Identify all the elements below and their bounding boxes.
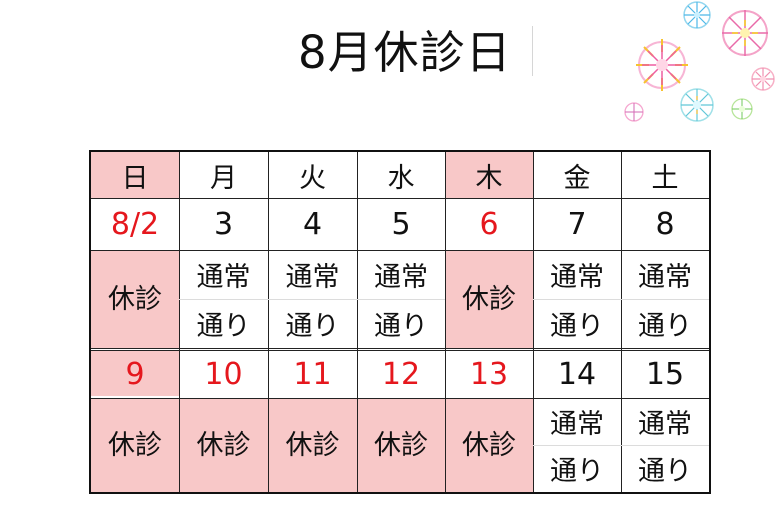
title-divider xyxy=(532,26,533,76)
page-title: 8月休診日 xyxy=(298,26,512,79)
week1-thursday-closed-bg xyxy=(445,250,533,348)
week2-wednesday-closed-label: 休診 xyxy=(374,429,428,461)
week1-date-friday: 7 xyxy=(567,206,587,242)
week1-date-divider xyxy=(91,250,709,251)
week2-date-tuesday: 11 xyxy=(293,356,332,392)
week1-sunday-closed-label: 休診 xyxy=(108,283,162,315)
week2-saturday-status-line2: 通り xyxy=(638,456,692,487)
week1-wednesday-status-line1: 通常 xyxy=(374,262,428,293)
week1-friday-status-line2: 通り xyxy=(550,311,604,342)
firework-burst-mini-left xyxy=(624,102,644,122)
week1-status-midline xyxy=(179,299,445,300)
column-divider xyxy=(621,152,622,492)
weekday-monday: 月 xyxy=(210,162,237,194)
thursday-header-cell xyxy=(445,152,533,198)
week2-date-wednesday: 12 xyxy=(381,356,421,392)
week2-date-divider xyxy=(91,398,709,399)
calendar-grid: 日 月 火 水 木 金 土 8/2 3 4 5 6 7 8 休診 通常 通り 通… xyxy=(91,152,709,492)
week2-sunday-date-bg xyxy=(91,350,179,396)
week2-friday-status-line2: 通り xyxy=(550,456,604,487)
week2-tuesday-closed-bg xyxy=(268,398,357,492)
firework-burst-mini-right xyxy=(731,98,753,120)
week1-date-monday: 3 xyxy=(213,206,234,242)
firework-burst-large xyxy=(636,39,688,91)
week1-date-thursday: 6 xyxy=(479,206,499,242)
column-divider xyxy=(533,152,534,492)
column-divider xyxy=(445,152,446,492)
firework-burst-right xyxy=(751,67,775,91)
firework-burst-top-right xyxy=(722,10,768,56)
week1-monday-status-line1: 通常 xyxy=(196,262,251,293)
week1-status-midline xyxy=(533,299,709,300)
week2-date-monday: 10 xyxy=(204,356,243,392)
header-row-divider xyxy=(91,198,709,199)
column-divider xyxy=(268,152,269,492)
week1-monday-status-line2: 通り xyxy=(196,311,251,342)
column-divider xyxy=(357,152,358,492)
column-divider xyxy=(179,152,180,492)
week2-thursday-closed-bg xyxy=(445,398,533,492)
weekday-thursday: 木 xyxy=(475,162,503,194)
week1-tuesday-status-line1: 通常 xyxy=(285,262,340,293)
week2-thursday-closed-label: 休診 xyxy=(462,429,516,461)
sunday-header-cell xyxy=(91,152,179,198)
weekday-saturday: 土 xyxy=(651,162,679,194)
week1-tuesday-status-line2: 通り xyxy=(285,311,340,342)
week2-tuesday-closed-label: 休診 xyxy=(285,429,340,461)
week2-date-thursday: 13 xyxy=(469,356,509,392)
week2-saturday-status-line1: 通常 xyxy=(638,409,692,440)
weekday-tuesday: 火 xyxy=(299,162,326,194)
week2-sunday-closed-label: 休診 xyxy=(108,429,162,461)
week1-saturday-status-line2: 通り xyxy=(638,311,692,342)
week-separator-bottom xyxy=(91,350,709,351)
week2-friday-status-line1: 通常 xyxy=(550,409,604,440)
week2-status-midline xyxy=(533,445,709,446)
week1-saturday-status-line1: 通常 xyxy=(638,262,692,293)
week-separator-top xyxy=(91,348,709,349)
week2-date-sunday: 9 xyxy=(125,356,145,392)
week2-wednesday-closed-bg xyxy=(357,398,445,492)
week1-date-sunday: 8/2 xyxy=(110,206,160,242)
fireworks-icon xyxy=(624,1,775,122)
week1-friday-status-line1: 通常 xyxy=(550,262,604,293)
week1-date-saturday: 8 xyxy=(655,206,675,242)
week2-date-friday: 14 xyxy=(557,356,597,392)
week2-date-saturday: 15 xyxy=(645,356,685,392)
week1-wednesday-status-line2: 通り xyxy=(374,311,428,342)
firework-burst-bottom xyxy=(680,88,714,122)
weekday-wednesday: 水 xyxy=(387,162,415,194)
weekday-friday: 金 xyxy=(563,162,591,194)
firework-burst-small-top xyxy=(683,1,711,29)
week1-date-tuesday: 4 xyxy=(302,206,323,242)
week2-monday-closed-bg xyxy=(179,398,268,492)
week2-sunday-closed-bg xyxy=(91,398,179,492)
closure-calendar: 日 月 火 水 木 金 土 8/2 3 4 5 6 7 8 休診 通常 通り 通… xyxy=(89,150,711,494)
weekday-sunday: 日 xyxy=(121,162,149,194)
week1-date-wednesday: 5 xyxy=(391,206,411,242)
week1-thursday-closed-label: 休診 xyxy=(462,283,516,315)
week2-monday-closed-label: 休診 xyxy=(196,429,251,461)
week1-sunday-closed-bg xyxy=(91,250,179,348)
